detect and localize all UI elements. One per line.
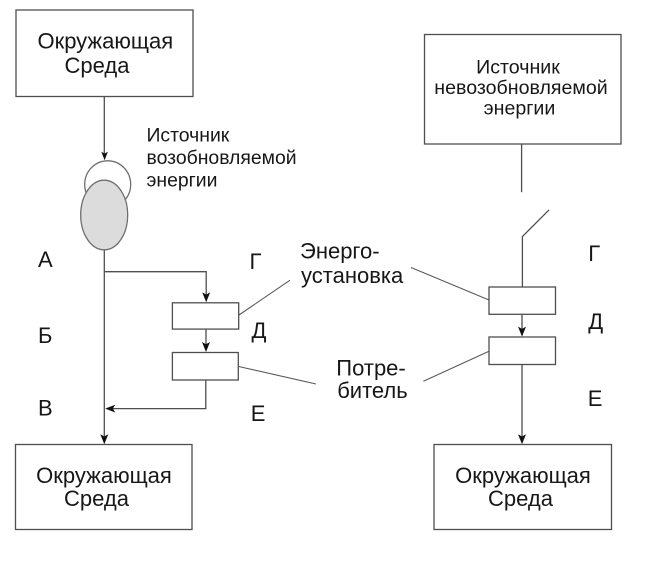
svg-text:Е: Е: [588, 386, 603, 411]
svg-text:невозобновляемой: невозобновляемой: [434, 77, 607, 99]
svg-text:Окружающая: Окружающая: [37, 29, 173, 54]
svg-text:Среда: Среда: [64, 486, 130, 511]
svg-text:установка: установка: [301, 263, 404, 288]
svg-text:Источник: Источник: [476, 57, 560, 79]
svg-text:энергии: энергии: [147, 170, 218, 192]
svg-text:Е: Е: [251, 401, 266, 426]
svg-text:Д: Д: [588, 309, 603, 334]
svg-text:А: А: [38, 247, 53, 272]
svg-text:Среда: Среда: [488, 486, 554, 511]
svg-text:Г: Г: [588, 241, 600, 266]
svg-text:Б: Б: [38, 323, 52, 348]
svg-text:возобновляемой: возобновляемой: [147, 147, 297, 169]
svg-text:Окружающая: Окружающая: [455, 463, 591, 488]
svg-text:Источник: Источник: [147, 125, 230, 147]
svg-text:В: В: [38, 396, 53, 421]
svg-text:Г: Г: [250, 249, 262, 274]
svg-text:Среда: Среда: [65, 53, 131, 78]
svg-text:Энерго-: Энерго-: [300, 239, 380, 264]
svg-text:Д: Д: [252, 318, 267, 343]
svg-text:Окружающая: Окружающая: [36, 463, 172, 488]
svg-text:битель: битель: [337, 378, 408, 403]
svg-text:Потре-: Потре-: [336, 355, 405, 380]
svg-text:энергии: энергии: [484, 98, 556, 120]
